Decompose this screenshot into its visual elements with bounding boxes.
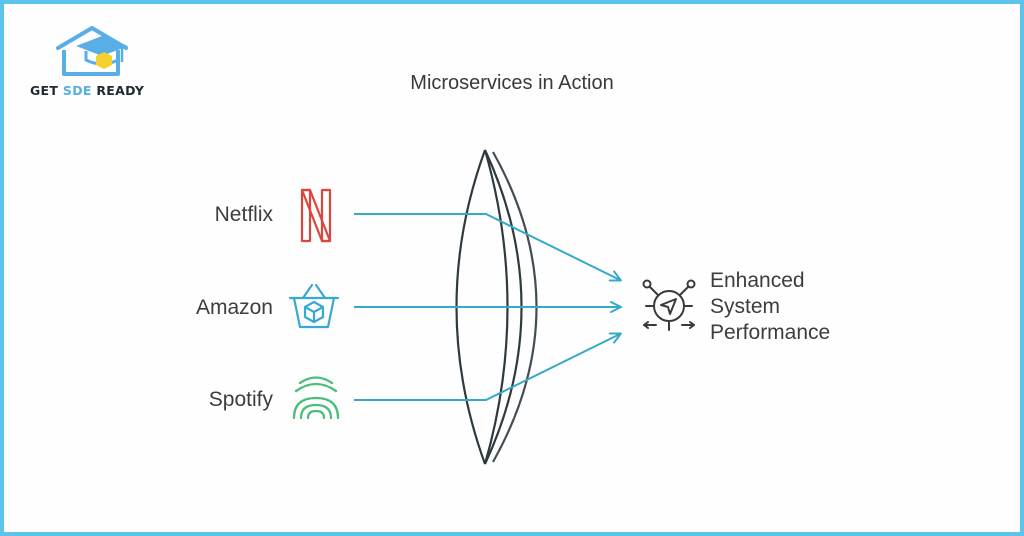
outcome-line: Enhanced: [710, 269, 805, 292]
arrow-spotify: [354, 332, 622, 401]
logo[interactable]: GET SDE READY: [28, 22, 168, 102]
house-graduation-cap-icon: [56, 26, 128, 76]
connector-arrows: [354, 213, 622, 401]
service-label-spotify: Spotify: [208, 388, 273, 411]
service-label-netflix: Netflix: [214, 203, 273, 226]
signal-waves-icon: [292, 376, 340, 420]
outcome-line: Performance: [710, 321, 831, 344]
shopping-basket-icon: [288, 283, 340, 329]
logo-text: GET SDE READY: [30, 83, 145, 98]
outcome-line: System: [710, 295, 781, 318]
netflix-icon: [300, 188, 332, 243]
navigation-hub-icon: [642, 279, 696, 331]
service-label-amazon: Amazon: [195, 296, 273, 319]
outcome-label: Enhanced System Performance: [710, 268, 910, 346]
arrow-netflix: [354, 213, 622, 282]
diagram-title: Microservices in Action: [410, 72, 614, 94]
